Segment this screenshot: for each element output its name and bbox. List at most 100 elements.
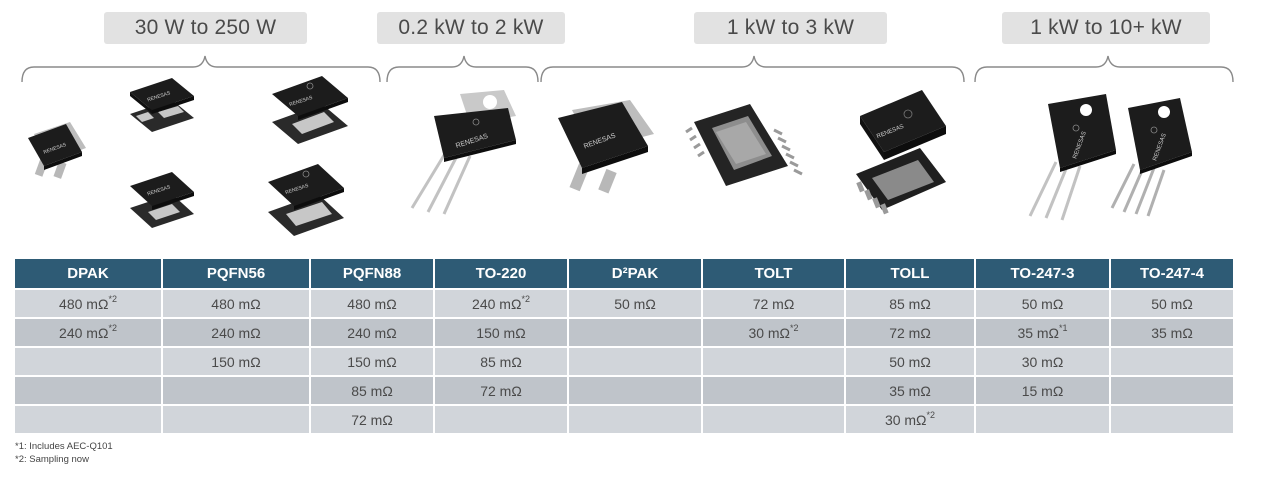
- table-cell: [15, 404, 163, 433]
- table-cell: 240 mΩ: [163, 317, 311, 346]
- rdson-value: 240 mΩ: [59, 324, 109, 341]
- power-range-label: 1 kW to 10+ kW: [1002, 12, 1210, 44]
- table-cell: 85 mΩ: [435, 346, 569, 375]
- tolt-package-icon: [685, 100, 804, 192]
- table-cell: 480 mΩ: [311, 288, 435, 317]
- range-bracket: [974, 55, 1234, 83]
- column-header-tolt: TOLT: [703, 259, 846, 288]
- table-cell: 85 mΩ: [846, 288, 976, 317]
- range-bracket: [21, 55, 381, 83]
- rdson-value: 15 mΩ: [1021, 382, 1064, 399]
- column-header-toll: TOLL: [846, 259, 976, 288]
- table-cell: 150 mΩ: [435, 317, 569, 346]
- column-header-to247-4: TO-247-4: [1111, 259, 1233, 288]
- rdson-value: 150 mΩ: [347, 353, 397, 370]
- rdson-value: 480 mΩ: [59, 295, 109, 312]
- table-cell: [1111, 346, 1233, 375]
- to247-3-package-icon: RENESAS: [1026, 92, 1120, 222]
- table-cell: 72 mΩ: [435, 375, 569, 404]
- table-cell: 30 mΩ: [976, 346, 1111, 375]
- rdson-value: 30 mΩ: [748, 324, 791, 341]
- table-cell: [569, 317, 703, 346]
- rdson-value: 240 mΩ: [347, 324, 397, 341]
- rdson-value: 50 mΩ: [1151, 295, 1193, 312]
- pqfn88-package-icon: RENESAS: [268, 72, 352, 152]
- rdson-value: 85 mΩ: [351, 382, 393, 399]
- table-cell: 35 mΩ: [1111, 317, 1233, 346]
- footnote-marker: *2: [926, 409, 936, 420]
- rdson-value: 50 mΩ: [614, 295, 656, 312]
- table-cell: 30 mΩ*2: [846, 404, 976, 433]
- table-cell: [703, 346, 846, 375]
- rdson-value: 50 mΩ: [1021, 295, 1064, 312]
- footnote-marker: *2: [108, 293, 117, 304]
- table-cell: 30 mΩ*2: [703, 317, 846, 346]
- rdson-value: 240 mΩ: [211, 324, 261, 341]
- column-header-to220: TO-220: [435, 259, 569, 288]
- table-cell: [569, 375, 703, 404]
- table-cell: 72 mΩ: [846, 317, 976, 346]
- rdson-value: 85 mΩ: [480, 353, 522, 370]
- range-bracket: [540, 55, 965, 83]
- table-cell: 480 mΩ*2: [15, 288, 163, 317]
- table-cell: 85 mΩ: [311, 375, 435, 404]
- table-cell: 72 mΩ: [703, 288, 846, 317]
- footnote: *1: Includes AEC-Q101: [15, 441, 113, 452]
- footnote-marker: *2: [790, 322, 799, 333]
- table-cell: 150 mΩ: [311, 346, 435, 375]
- table-cell: 50 mΩ: [976, 288, 1111, 317]
- rdson-value: 150 mΩ: [476, 324, 526, 341]
- table-cell: [703, 375, 846, 404]
- rdson-value: 72 mΩ: [351, 411, 393, 428]
- rdson-value: 480 mΩ: [347, 295, 397, 312]
- table-cell: 480 mΩ: [163, 288, 311, 317]
- table-cell: [435, 404, 569, 433]
- to220-package-icon: RENESAS: [404, 88, 528, 218]
- rdson-value: 72 mΩ: [752, 295, 795, 312]
- rdson-value: 30 mΩ: [1021, 353, 1064, 370]
- table-cell: 50 mΩ: [1111, 288, 1233, 317]
- power-range-label: 0.2 kW to 2 kW: [377, 12, 565, 44]
- footnotes: *1: Includes AEC-Q101 *2: Sampling now: [15, 440, 113, 466]
- to247-4-package-icon: RENESAS: [1108, 96, 1198, 218]
- toll-package-icon: RENESAS: [850, 86, 950, 218]
- column-header-to247-3: TO-247-3: [976, 259, 1111, 288]
- column-header-pqfn56: PQFN56: [163, 259, 311, 288]
- table-cell: [976, 404, 1111, 433]
- rdson-value: 50 mΩ: [889, 353, 931, 370]
- table-cell: [703, 404, 846, 433]
- power-range-label: 1 kW to 3 kW: [694, 12, 887, 44]
- pqfn56-package-icon: RENESAS: [128, 74, 198, 140]
- pqfn56-package-icon: RENESAS: [128, 168, 198, 238]
- table-cell: 15 mΩ: [976, 375, 1111, 404]
- rdson-table: DPAK PQFN56 PQFN88 TO-220 D²PAK TOLT TOL…: [15, 259, 1233, 433]
- footnote-marker: *2: [521, 293, 530, 304]
- table-cell: 50 mΩ: [846, 346, 976, 375]
- table-cell: [569, 346, 703, 375]
- table-cell: [163, 404, 311, 433]
- table-cell: [1111, 404, 1233, 433]
- table-cell: [15, 346, 163, 375]
- rdson-value: 72 mΩ: [480, 382, 522, 399]
- pqfn88-package-icon: RENESAS: [264, 160, 348, 244]
- table-cell: 50 mΩ: [569, 288, 703, 317]
- column-header-d2pak: D²PAK: [569, 259, 703, 288]
- table-row: 150 mΩ 150 mΩ 85 mΩ 50 mΩ 30 mΩ: [15, 346, 1233, 375]
- rdson-value: 30 mΩ: [884, 411, 927, 428]
- table-cell: 240 mΩ*2: [15, 317, 163, 346]
- rdson-value: 85 mΩ: [889, 295, 931, 312]
- column-header-dpak: DPAK: [15, 259, 163, 288]
- rdson-value: 240 mΩ: [472, 295, 522, 312]
- dpak-package-icon: RENESAS: [24, 120, 90, 186]
- range-brackets: [21, 55, 1234, 83]
- table-cell: 240 mΩ: [311, 317, 435, 346]
- range-bracket: [386, 55, 539, 83]
- rdson-value: 150 mΩ: [211, 353, 261, 370]
- rdson-value: 35 mΩ: [1151, 324, 1193, 341]
- table-cell: [1111, 375, 1233, 404]
- column-header-pqfn88: PQFN88: [311, 259, 435, 288]
- table-cell: 35 mΩ*1: [976, 317, 1111, 346]
- table-row: 85 mΩ 72 mΩ 35 mΩ 15 mΩ: [15, 375, 1233, 404]
- table-cell: 35 mΩ: [846, 375, 976, 404]
